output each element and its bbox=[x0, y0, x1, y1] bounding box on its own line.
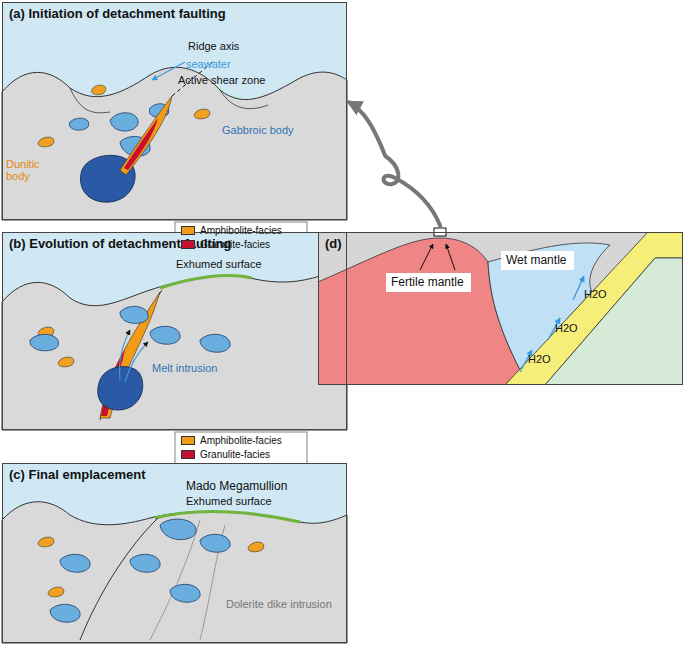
legend-text: Granulite-facies bbox=[200, 239, 270, 250]
legend-text: Amphibolite-facies bbox=[200, 225, 282, 236]
annotation-label: Melt intrusion bbox=[152, 362, 217, 374]
annotation-label: Active shear zone bbox=[178, 74, 265, 86]
annotation-label: Mado Megamullion bbox=[186, 480, 287, 493]
legend-text: Granulite-facies bbox=[200, 449, 270, 460]
annotation-label: seawater bbox=[186, 58, 231, 70]
legend-swatch bbox=[181, 240, 195, 249]
legend-row: Amphibolite-facies bbox=[181, 435, 282, 446]
legend-swatch bbox=[181, 450, 195, 459]
region-label-box: Fertile mantle bbox=[386, 273, 471, 292]
legend-swatch bbox=[181, 436, 195, 445]
annotation-label: H2O bbox=[555, 322, 578, 334]
panel-frame: (c) Final emplacement bbox=[2, 463, 347, 643]
panel-frame: (b) Evolution of detachment faulting bbox=[2, 232, 347, 430]
legend-row: Granulite-facies bbox=[181, 239, 270, 250]
panel-title: (a) Initiation of detachment faulting bbox=[9, 6, 226, 21]
annotation-label: Dunitic body bbox=[6, 158, 52, 182]
annotation-label: Dolerite dike intrusion bbox=[226, 598, 332, 610]
region-label-box: Wet mantle bbox=[501, 251, 574, 270]
legend-swatch bbox=[181, 226, 195, 235]
annotation-label: Gabbroic body bbox=[222, 124, 294, 136]
panel-title: (d) bbox=[325, 236, 342, 251]
annotation-label: Ridge axis bbox=[188, 40, 239, 52]
annotation-label: Exhumed surface bbox=[186, 495, 272, 507]
annotation-label: H2O bbox=[528, 353, 551, 365]
legend-text: Amphibolite-facies bbox=[200, 435, 282, 446]
region-label: Wet mantle bbox=[506, 253, 566, 267]
region-label: Fertile mantle bbox=[391, 275, 464, 289]
panel-frame: (d) Fertile mantle Wet mantle bbox=[318, 232, 683, 385]
annotation-label: Exhumed surface bbox=[176, 258, 262, 270]
legend-row: Amphibolite-facies bbox=[181, 225, 282, 236]
panel-title: (b) Evolution of detachment faulting bbox=[9, 236, 231, 251]
legend-row: Granulite-facies bbox=[181, 449, 270, 460]
zoom-arrow bbox=[349, 102, 440, 226]
annotation-label: H2O bbox=[584, 288, 607, 300]
panel-frame: (a) Initiation of detachment faulting bbox=[2, 2, 347, 220]
panel-title: (c) Final emplacement bbox=[9, 467, 146, 482]
